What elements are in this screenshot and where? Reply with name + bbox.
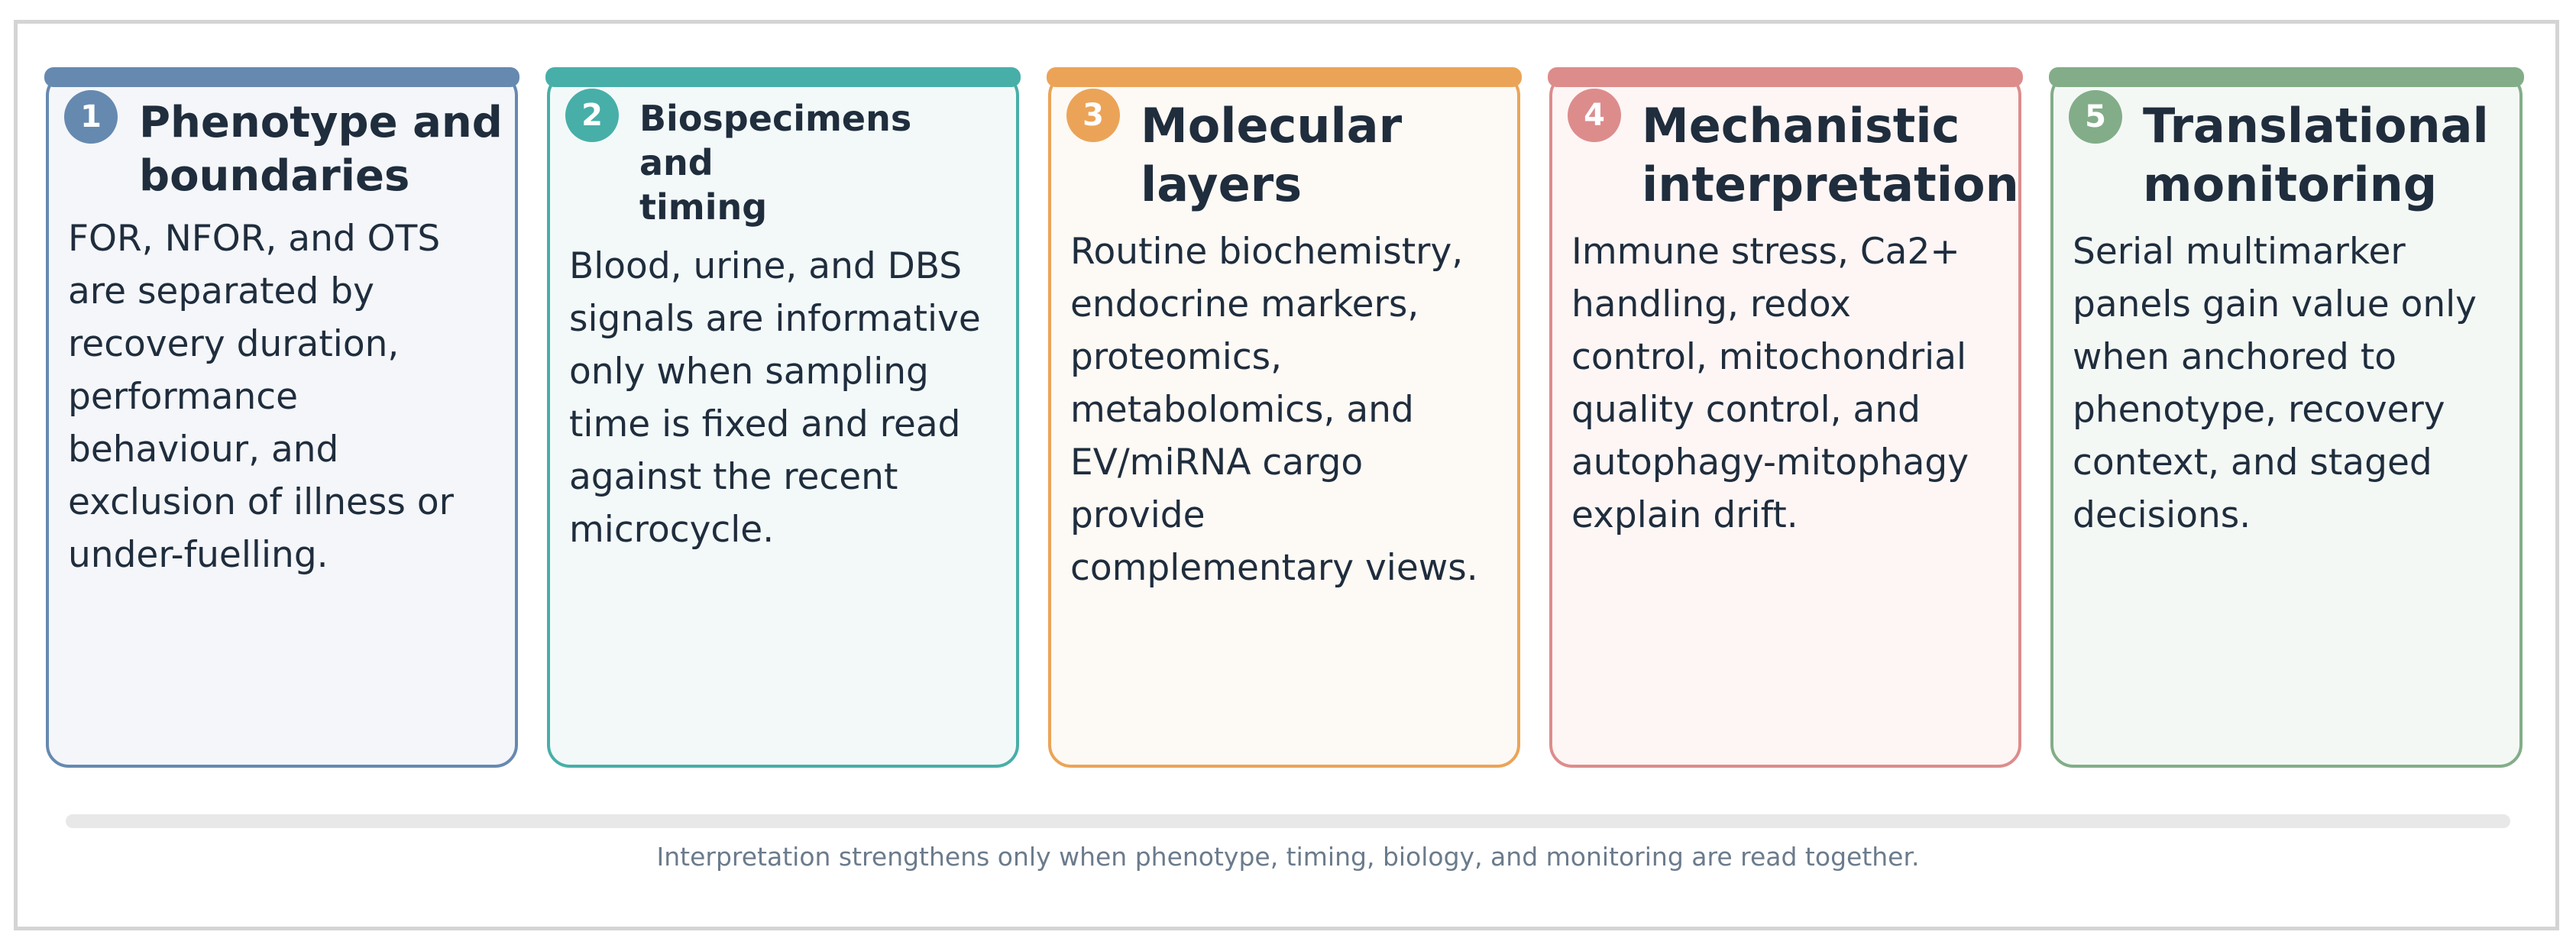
footer-divider-bar — [66, 814, 2510, 828]
card-translational-monitoring — [2050, 73, 2523, 768]
card-5-body-line: panels gain value only — [2073, 283, 2477, 325]
card-3-title-line: layers — [1141, 157, 1303, 212]
card-3-body-line: endocrine markers, — [1070, 283, 1419, 325]
card-5-body: Serial multimarker panels gain value onl… — [2073, 225, 2477, 542]
card-1-body-line: performance — [68, 376, 299, 418]
card-2-body-line: signals are informative — [569, 298, 981, 340]
card-2-body-line: microcycle. — [569, 509, 775, 551]
card-4-title-line: interpretation — [1642, 157, 2019, 212]
card-2-title: Biospecimens and timing — [639, 96, 911, 229]
card-5-title: Translational monitoring — [2143, 96, 2489, 214]
card-2-body-line: time is fixed and read — [569, 403, 961, 445]
card-2-title-line: Biospecimens — [639, 98, 912, 139]
card-2-body: Blood, urine, and DBS signals are inform… — [569, 240, 981, 556]
card-4-body-line: control, mitochondrial — [1571, 336, 1967, 378]
card-5-title-line: monitoring — [2143, 157, 2438, 212]
card-1-body-line: recovery duration, — [68, 323, 400, 365]
card-5-body-line: decisions. — [2073, 494, 2251, 536]
card-1-body-line: FOR, NFOR, and OTS — [68, 218, 441, 260]
step-5-badge: 5 — [2069, 90, 2122, 144]
card-1-body-line: exclusion of illness or — [68, 481, 454, 523]
card-1-title-line: Phenotype and — [139, 98, 503, 147]
card-2-title-line: timing — [639, 186, 768, 228]
card-2-title-line: and — [639, 142, 714, 183]
card-4-title-line: Mechanistic — [1642, 98, 1960, 154]
card-2-body-line: only when sampling — [569, 351, 929, 393]
step-3-badge: 3 — [1066, 89, 1120, 142]
card-5-topbar — [2049, 67, 2524, 87]
card-4-body-line: autophagy-mitophagy — [1571, 442, 1969, 484]
card-1-topbar — [44, 67, 519, 87]
step-1-badge: 1 — [64, 90, 118, 144]
card-1-title-line: boundaries — [139, 151, 410, 201]
card-3-body: Routine biochemistry, endocrine markers,… — [1070, 225, 1478, 594]
card-4-body-line: handling, redox — [1571, 283, 1851, 325]
footer-note: Interpretation strengthens only when phe… — [656, 842, 1920, 872]
step-2-badge: 2 — [565, 89, 619, 142]
card-3-title: Molecular layers — [1141, 96, 1402, 214]
card-4-topbar — [1548, 67, 2023, 87]
card-1-body-line: under-fuelling. — [68, 534, 328, 576]
card-5-body-line: phenotype, recovery — [2073, 389, 2445, 431]
card-1-body-line: behaviour, and — [68, 429, 339, 471]
card-4-title: Mechanistic interpretation — [1642, 96, 2019, 214]
card-molecular-layers — [1048, 73, 1520, 768]
card-3-body-line: Routine biochemistry, — [1070, 231, 1464, 273]
step-4-badge: 4 — [1568, 89, 1621, 142]
card-3-topbar — [1047, 67, 1522, 87]
card-2-body-line: against the recent — [569, 456, 898, 498]
card-3-body-line: complementary views. — [1070, 547, 1478, 589]
card-4-body-line: explain drift. — [1571, 494, 1798, 536]
card-mechanistic-interpretation — [1549, 73, 2021, 768]
card-1-body: FOR, NFOR, and OTS are separated by reco… — [68, 212, 454, 581]
card-3-body-line: proteomics, — [1070, 336, 1283, 378]
card-2-topbar — [545, 67, 1021, 87]
card-3-title-line: Molecular — [1141, 98, 1403, 154]
card-3-body-line: metabolomics, and — [1070, 389, 1414, 431]
card-4-body-line: Immune stress, Ca2+ — [1571, 231, 1960, 273]
card-5-title-line: Translational — [2143, 98, 2489, 154]
card-1-body-line: are separated by — [68, 270, 374, 312]
card-phenotype-boundaries — [46, 73, 518, 768]
card-1-title: Phenotype and boundaries — [139, 96, 503, 203]
card-biospecimens-timing — [547, 73, 1019, 768]
card-3-body-line: provide — [1070, 494, 1205, 536]
card-3-body-line: EV/miRNA cargo — [1070, 442, 1364, 484]
card-5-body-line: when anchored to — [2073, 336, 2397, 378]
card-5-body-line: Serial multimarker — [2073, 231, 2406, 273]
card-5-body-line: context, and staged — [2073, 442, 2432, 484]
card-4-body: Immune stress, Ca2+ handling, redox cont… — [1571, 225, 1969, 542]
card-2-body-line: Blood, urine, and DBS — [569, 245, 963, 287]
card-4-body-line: quality control, and — [1571, 389, 1921, 431]
